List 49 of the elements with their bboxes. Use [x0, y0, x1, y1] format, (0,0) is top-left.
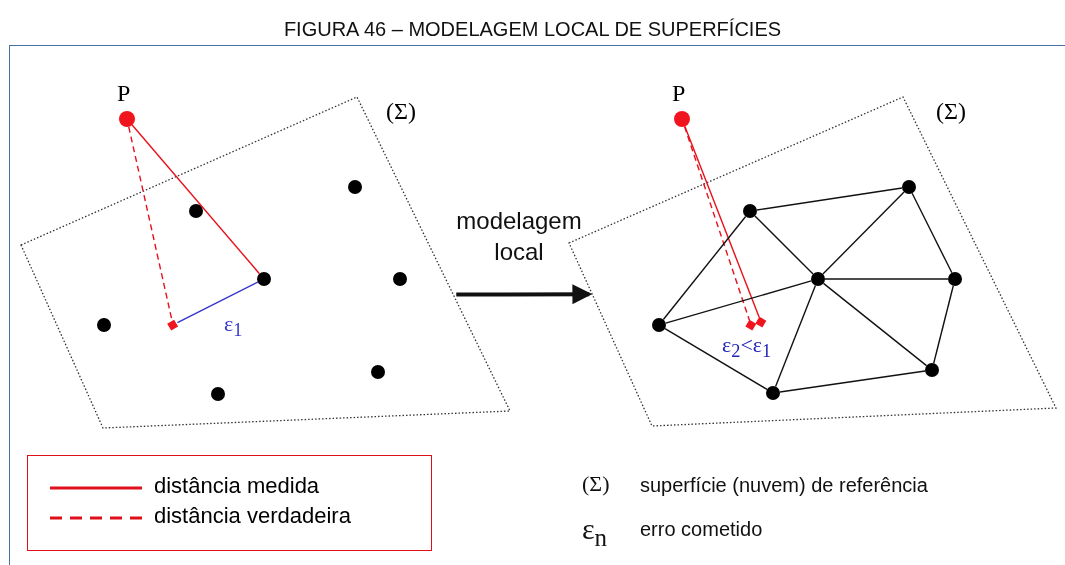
symbol-label: ε$_{n}$ — [582, 512, 608, 552]
edge-label: ε$_{1}$ — [223, 312, 244, 341]
mesh-edge — [911, 192, 953, 274]
data-point — [652, 318, 666, 332]
data-point — [743, 204, 757, 218]
data-point — [97, 318, 111, 332]
error-comparison-label: ε$_{2}$<ε$_{1}$ — [722, 333, 772, 362]
data-point — [211, 387, 225, 401]
mesh-edge — [933, 285, 954, 364]
projection-marker — [745, 319, 757, 331]
mesh-edge — [756, 187, 903, 211]
mesh-edge — [779, 370, 926, 393]
point-label: P — [672, 80, 686, 107]
point-marker — [119, 111, 135, 127]
arrow — [456, 284, 593, 305]
figure-title: FIGURA 46 – MODELAGEM LOCAL DE SUPERFÍCIES — [282, 18, 783, 40]
surface-label: (Σ) — [386, 98, 416, 125]
dashed-line — [128, 126, 173, 321]
mesh-edge — [774, 284, 817, 388]
data-point — [948, 272, 962, 286]
mesh-edge — [822, 282, 928, 367]
legend-description: superfície (nuvem) de referência — [640, 474, 928, 496]
mesh-edge — [822, 191, 905, 275]
distance-line — [131, 124, 261, 275]
projection-marker — [167, 319, 179, 331]
data-point — [925, 363, 939, 377]
mesh-edge — [662, 215, 747, 321]
legend-description: erro cometido — [640, 518, 763, 540]
data-point — [811, 272, 825, 286]
symbol-label: (Σ) — [582, 472, 610, 497]
surface-label: (Σ) — [936, 98, 966, 125]
data-point — [393, 272, 407, 286]
projection-marker — [755, 316, 767, 328]
edge-label: modelagem local — [455, 206, 583, 268]
mesh-edge — [665, 280, 812, 324]
legend-text: distância medida — [154, 474, 320, 499]
mesh-edge — [664, 327, 768, 391]
data-point — [257, 272, 271, 286]
mesh-edge — [824, 278, 949, 280]
mesh-edge — [754, 215, 814, 275]
data-point — [348, 180, 362, 194]
distance-line — [176, 281, 259, 324]
point-marker — [674, 111, 690, 127]
data-point — [371, 365, 385, 379]
data-point — [189, 204, 203, 218]
data-point — [902, 180, 916, 194]
data-point — [766, 386, 780, 400]
point-label: P — [117, 80, 131, 107]
legend-text: distância verdadeira — [154, 504, 351, 529]
